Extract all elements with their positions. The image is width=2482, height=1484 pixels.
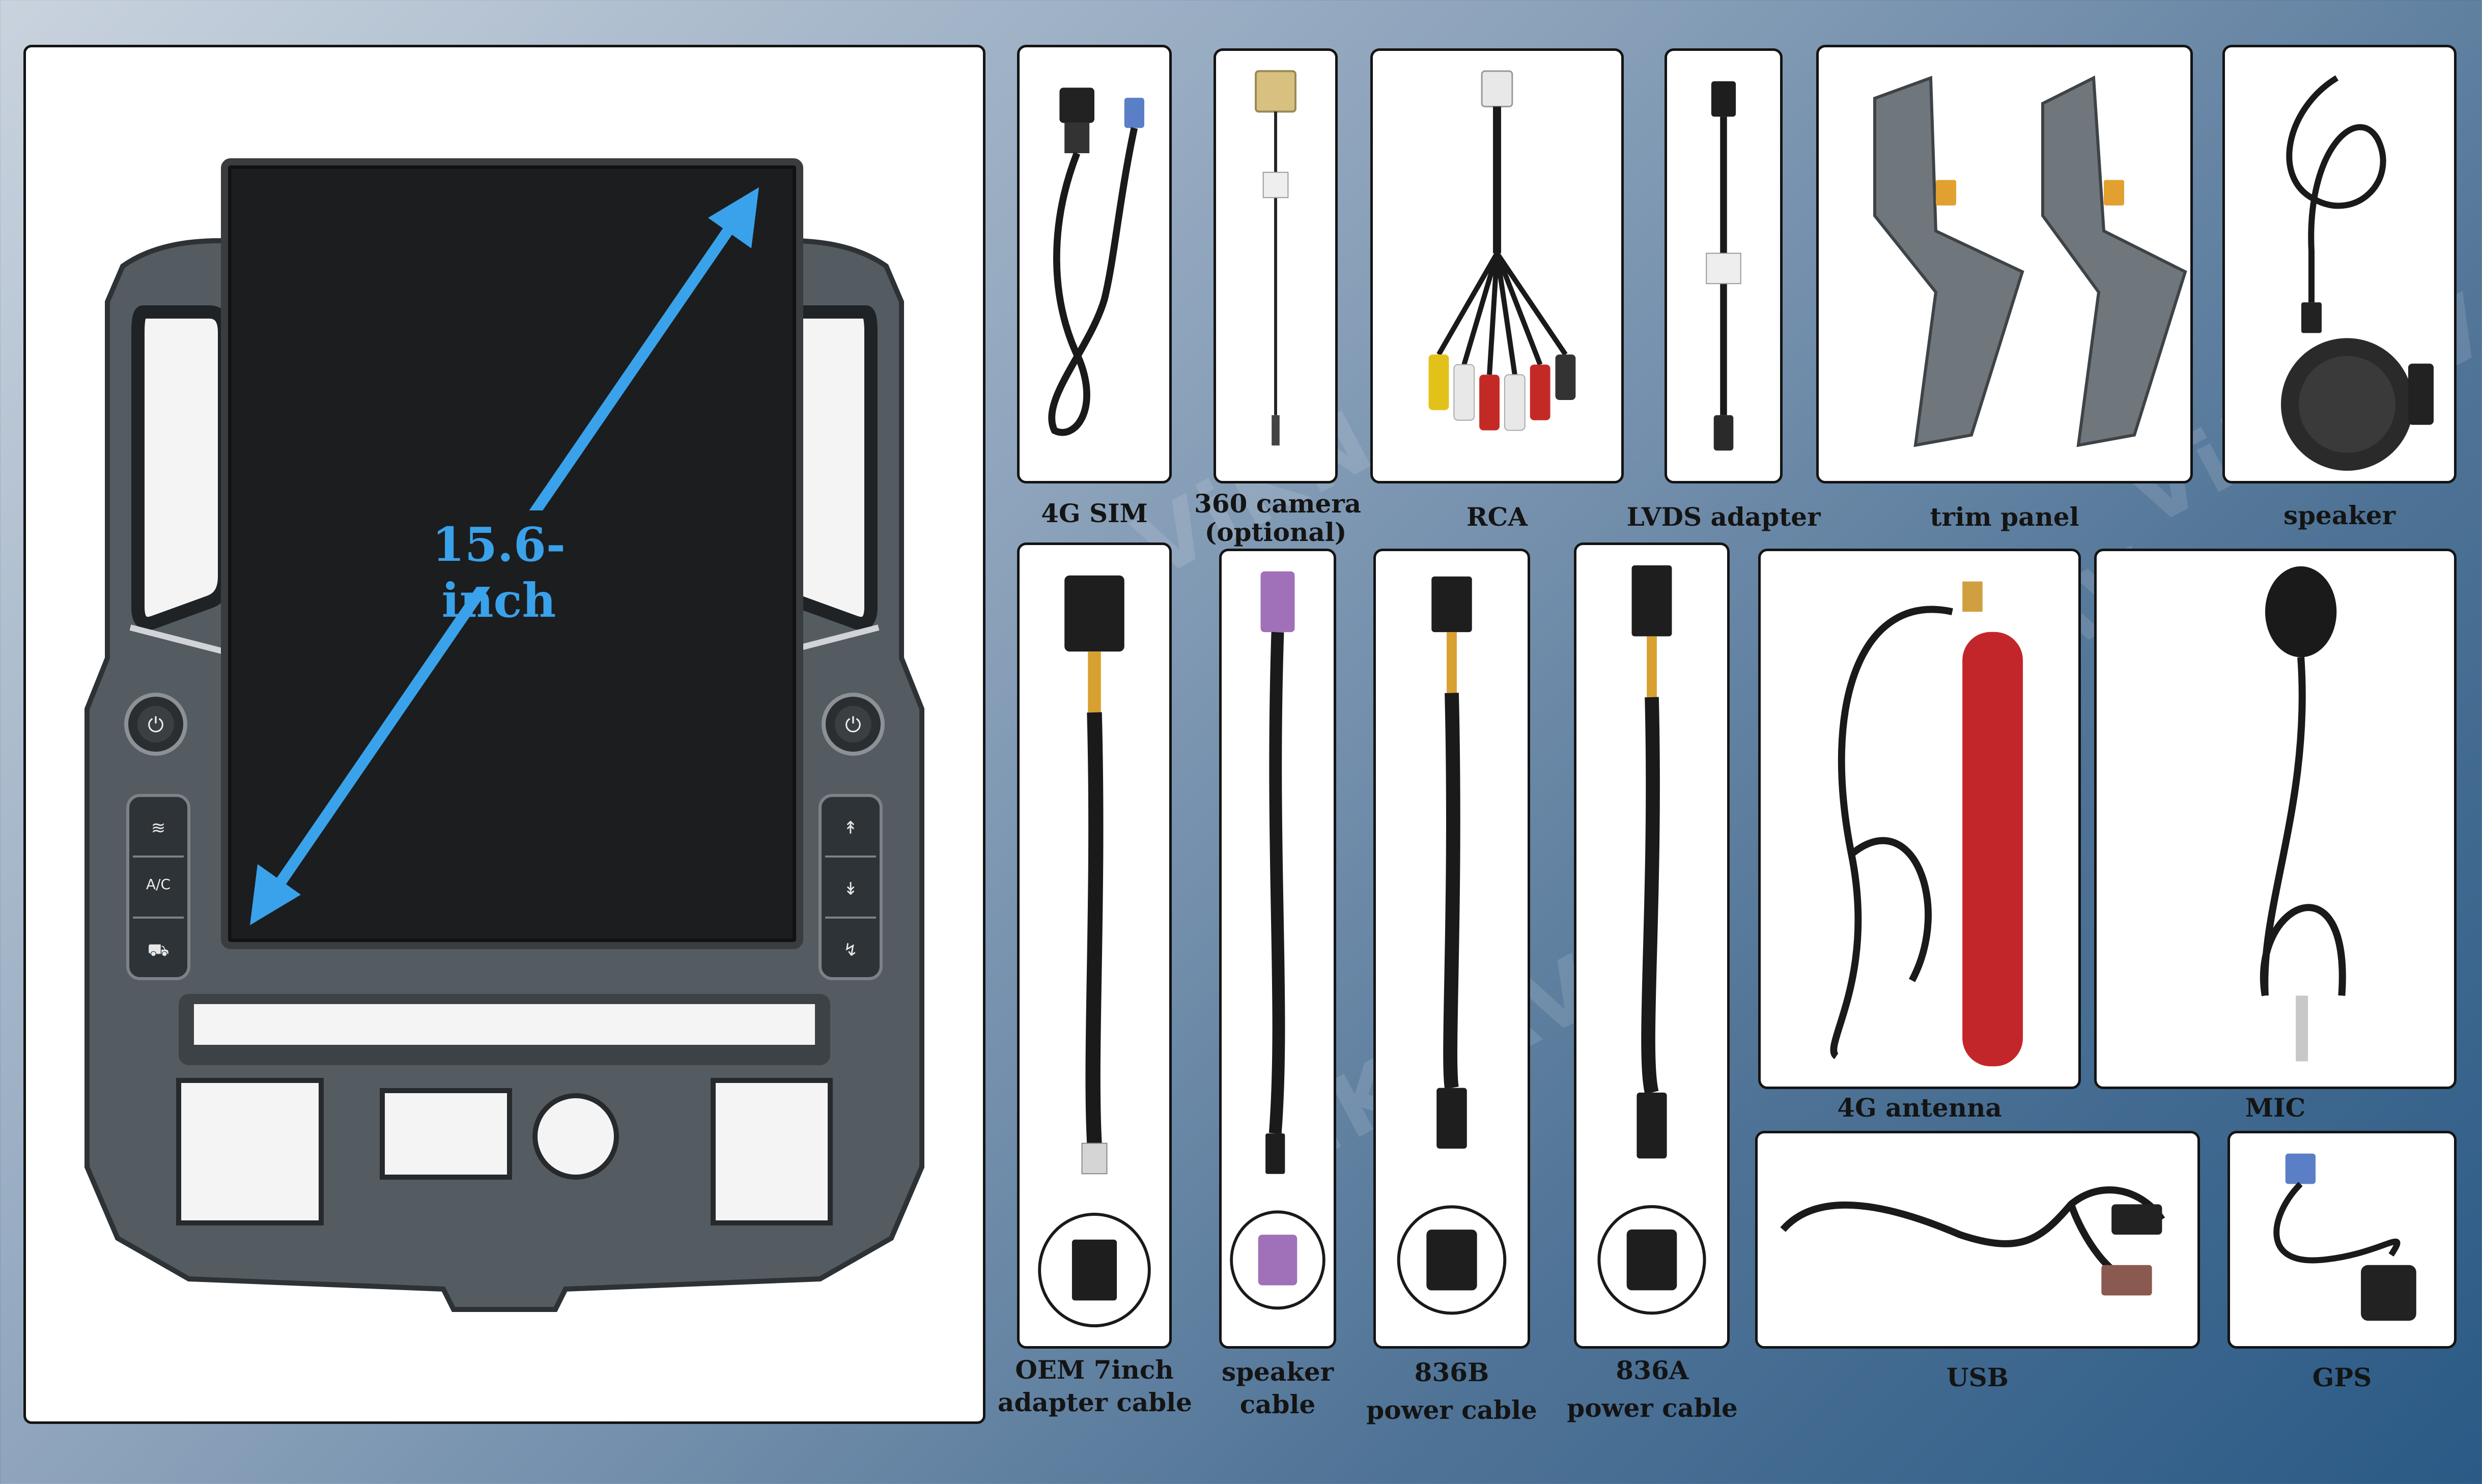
- label-gps: GPS: [2312, 1362, 2372, 1392]
- accessory-4g-sim: [1017, 45, 1172, 483]
- label-mic: MIC: [2245, 1093, 2306, 1123]
- lvds-cable-icon: [1706, 81, 1741, 451]
- 836b-cable-icon: [1397, 576, 1507, 1315]
- accessory-gps: [2227, 1131, 2457, 1349]
- rca-cable-icon: [1428, 70, 1576, 431]
- svg-text:⛟: ⛟: [148, 940, 170, 960]
- accessory-836a-power-cable: [1574, 543, 1730, 1349]
- label-speaker: speaker: [2283, 500, 2396, 530]
- mic-icon: [2260, 566, 2346, 1062]
- accessory-836b-power-cable: [1373, 549, 1530, 1349]
- speaker-icon: [2281, 75, 2434, 471]
- accessory-trim-panel: [1816, 45, 2193, 483]
- accessory-lvds-adapter: [1665, 48, 1783, 483]
- accessory-rca: [1370, 48, 1624, 483]
- svg-text:↡: ↡: [843, 879, 858, 899]
- accessory-speaker-cable: [1219, 549, 1336, 1349]
- svg-text:⏻: ⏻: [845, 714, 861, 737]
- label-360-camera: 360 camera(optional): [1194, 489, 1362, 547]
- label-lvds-adapter: LVDS adapter: [1626, 502, 1821, 532]
- head-unit-image: ⏻ ⏻ ≋ ⛟ ↟ ↡ ↯: [84, 158, 924, 1312]
- trim-panel-icon: [1873, 75, 2187, 447]
- accessory-usb: [1755, 1131, 2200, 1349]
- label-trim-panel: trim panel: [1930, 502, 2079, 532]
- ac-label: A/C: [146, 876, 171, 893]
- usb-cable-icon: [1780, 1186, 2165, 1296]
- svg-text:↯: ↯: [843, 940, 858, 960]
- 836a-cable-icon: [1597, 565, 1706, 1315]
- label-4g-antenna: 4G antenna: [1837, 1093, 2002, 1123]
- gps-antenna-icon: [2273, 1153, 2416, 1321]
- camera-cable-icon: [1255, 70, 1296, 446]
- label-4g-sim: 4G SIM: [1041, 498, 1148, 528]
- svg-text:↟: ↟: [843, 818, 858, 838]
- screen-size-label: 15.6-inch: [432, 517, 566, 628]
- svg-text:⏻: ⏻: [148, 714, 164, 737]
- main-unit-panel: ⏻ ⏻ ≋ ⛟ ↟ ↡ ↯ A/C: [23, 45, 985, 1424]
- accessory-oem-adapter-cable: [1017, 543, 1172, 1349]
- accessory-speaker: [2222, 45, 2457, 483]
- speaker-cable-icon: [1230, 571, 1325, 1310]
- accessory-4g-antenna: [1758, 549, 2081, 1089]
- accessory-mic: [2094, 549, 2457, 1089]
- sim-cable-icon: [1048, 88, 1144, 436]
- antenna-icon: [1830, 581, 2023, 1067]
- label-usb: USB: [1947, 1362, 2009, 1392]
- svg-text:≋: ≋: [151, 818, 166, 838]
- label-rca: RCA: [1466, 502, 1528, 532]
- accessory-360-camera: [1214, 48, 1338, 483]
- oem-cable-icon: [1038, 575, 1151, 1328]
